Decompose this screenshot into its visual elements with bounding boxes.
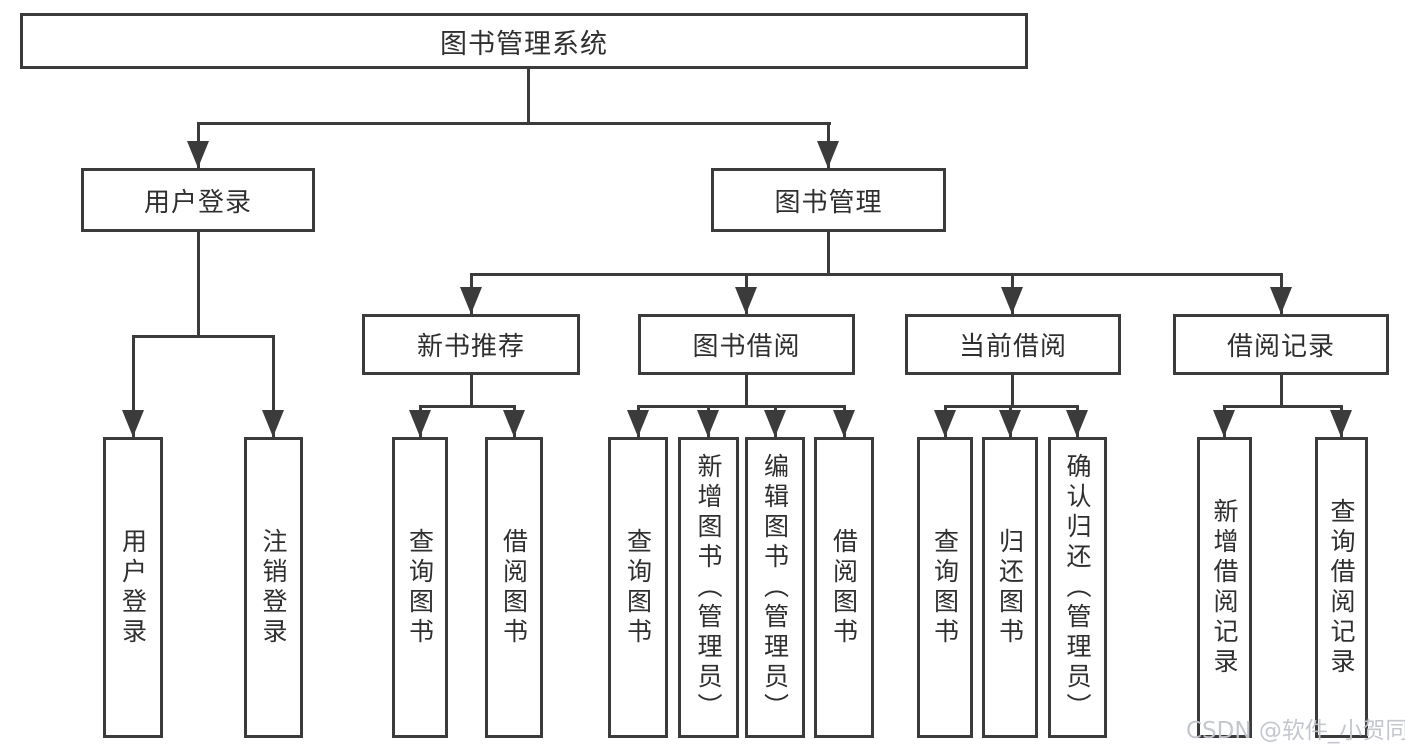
arrow-down-icon [817,141,839,168]
node-user-login: 用户登录 [81,168,315,232]
arrow-down-icon [187,141,209,168]
connector-line [470,273,1283,276]
arrow-down-icon [697,410,719,437]
arrow-down-icon [1066,410,1088,437]
arrow-down-icon [1213,410,1235,437]
arrow-down-icon [934,410,956,437]
arrow-down-icon [999,410,1021,437]
leaf-add-borrow-record-label: 新增借阅记录 [1210,497,1239,678]
leaf-return-book-label: 归还图书 [995,527,1025,648]
leaf-query-book-2: 查询图书 [608,437,668,738]
node-book-management: 图书管理 [711,168,946,232]
connector-line [197,122,831,125]
arrow-down-icon [833,410,855,437]
leaf-query-book-3: 查询图书 [917,437,973,738]
leaf-add-borrow-record: 新增借阅记录 [1197,437,1252,738]
connector-line [419,405,516,408]
connector-line [527,69,530,122]
node-library-system: 图书管理系统 [20,13,1028,69]
leaf-borrow-book-1-label: 借阅图书 [499,527,529,648]
arrow-down-icon [262,410,284,437]
leaf-borrow-book-1: 借阅图书 [485,437,543,738]
leaf-add-book-admin: 新增图书（管理员） [678,437,739,738]
leaf-query-book-1: 查询图书 [392,437,448,738]
leaf-borrow-book-2: 借阅图书 [814,437,874,738]
arrow-down-icon [460,287,482,314]
leaf-user-login: 用户登录 [103,437,163,738]
arrow-down-icon [409,410,431,437]
connector-line [745,375,748,405]
leaf-query-borrow-record: 查询借阅记录 [1315,437,1368,738]
csdn-watermark: CSDN @软件_小贺同学 [1186,718,1405,744]
connector-line [1223,405,1343,408]
leaf-query-book-2-label: 查询图书 [623,527,653,648]
leaf-borrow-book-2-label: 借阅图书 [829,527,859,648]
connector-line [827,232,830,273]
connector-line [132,335,135,437]
arrow-down-icon [122,410,144,437]
arrow-down-icon [1270,287,1292,314]
leaf-confirm-return-admin: 确认归还（管理员） [1048,437,1107,738]
connector-line [637,405,846,408]
leaf-logout: 注销登录 [244,437,303,738]
arrow-down-icon [627,410,649,437]
connector-line [197,232,200,335]
node-borrow-records: 借阅记录 [1173,314,1389,375]
arrow-down-icon [1001,287,1023,314]
leaf-confirm-return-admin-label: 确认归还（管理员） [1063,452,1092,723]
leaf-logout-label: 注销登录 [259,527,288,648]
leaf-query-book-3-label: 查询图书 [930,527,960,648]
node-book-borrow: 图书借阅 [638,314,855,375]
arrow-down-icon [764,410,786,437]
leaf-query-borrow-record-label: 查询借阅记录 [1327,497,1356,678]
arrow-down-icon [735,287,757,314]
connector-line [1011,375,1014,405]
leaf-return-book: 归还图书 [982,437,1038,738]
connector-line [1280,375,1283,405]
arrow-down-icon [503,410,525,437]
connector-line [272,335,275,437]
connector-line [470,375,473,405]
node-current-borrow: 当前借阅 [905,314,1121,375]
leaf-edit-book-admin-label: 编辑图书（管理员） [760,452,790,723]
connector-line [132,335,275,338]
leaf-edit-book-admin: 编辑图书（管理员） [745,437,805,738]
leaf-query-book-1-label: 查询图书 [405,527,435,648]
leaf-user-login-label: 用户登录 [118,527,148,648]
leaf-add-book-admin-label: 新增图书（管理员） [694,452,723,723]
node-new-book-recommend: 新书推荐 [362,314,580,375]
arrow-down-icon [1330,410,1352,437]
